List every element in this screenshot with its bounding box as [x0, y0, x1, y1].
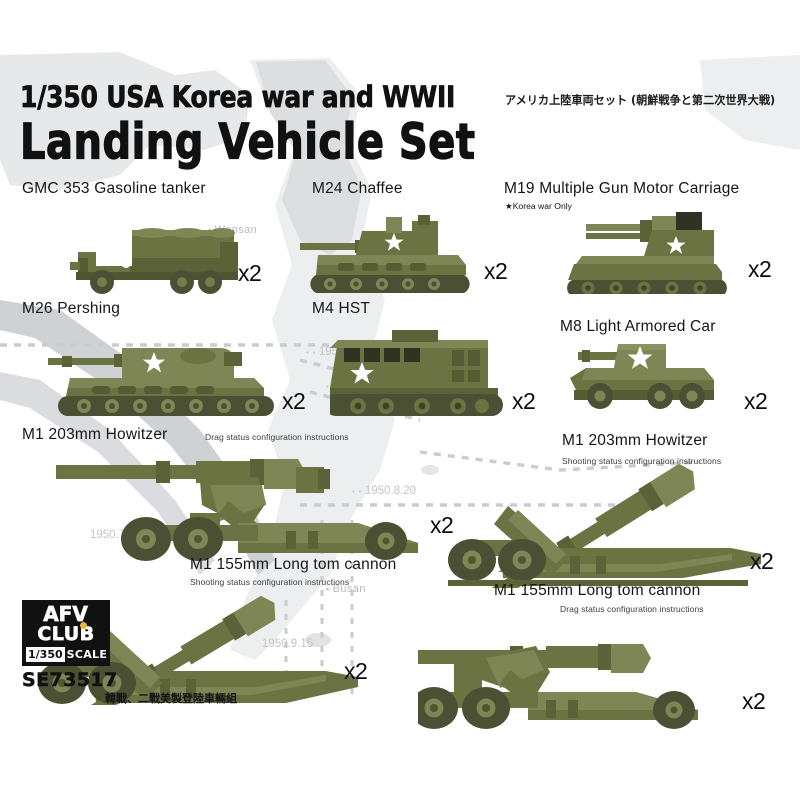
logo-block: AFV CLUB 1/350 SCALE: [22, 600, 110, 666]
page-title-line2: Landing Vehicle Set: [19, 114, 476, 171]
vehicle-art-m8-light-armored-car: [570, 344, 714, 409]
item-qty-m1-155mm-long-tom-cannon-drag: x2: [742, 688, 766, 714]
item-label-m26-pershing: M26 Pershing: [22, 300, 121, 317]
item-label-m1-203mm-howitzer-shooting: M1 203mm Howitzer: [562, 432, 708, 449]
page-subtitle-japanese: アメリカ上陸車両セット (朝鮮戦争と第二次世界大戦): [505, 93, 776, 107]
item-qty-m1-155mm-long-tom-cannon-shooting: x2: [344, 658, 368, 684]
item-label-m19-multiple-gun-motor-carriage: M19 Multiple Gun Motor Carriage: [504, 180, 740, 197]
item-label-gmc-353-gasoline-tanker: GMC 353 Gasoline tanker: [22, 180, 206, 197]
brand-name-club: CLUB: [37, 623, 95, 645]
vehicle-art-m1-203mm-howitzer-drag: [56, 459, 418, 561]
brand-name-afv: AFV: [43, 602, 88, 626]
logo-row-afv: AFV: [26, 602, 106, 629]
item-label-m4-hst: M4 HST: [312, 300, 371, 317]
item-sub-m1-155mm-long-tom-cannon-shooting: Shooting status configuration instructio…: [190, 577, 350, 587]
item-sub-m1-203mm-howitzer-shooting: Shooting status configuration instructio…: [562, 456, 722, 466]
item-sub-m1-155mm-long-tom-cannon-drag: Drag status configuration instructions: [560, 604, 704, 614]
page-title-line1: 1/350 USA Korea war and WWII: [20, 79, 456, 114]
scale-value: 1/350: [26, 647, 65, 662]
logo-dot-icon: [79, 621, 87, 629]
item-qty-m8-light-armored-car: x2: [744, 388, 768, 414]
item-qty-m1-203mm-howitzer-drag: x2: [430, 512, 454, 538]
vehicle-art-m19-multiple-gun-motor-carriage: [567, 212, 727, 294]
vehicle-art-m1-155mm-long-tom-cannon-drag: [418, 644, 698, 729]
item-note-korea-war-only: ★Korea war Only: [505, 201, 572, 211]
item-label-m1-203mm-howitzer-drag: M1 203mm Howitzer: [22, 426, 168, 443]
vehicle-art-m1-203mm-howitzer-shooting: [448, 463, 761, 588]
item-label-m24-chaffee: M24 Chaffee: [312, 180, 403, 197]
map-date-1950-9-15: 1950.9.15: [262, 638, 314, 650]
item-qty-gmc-353-gasoline-tanker: x2: [238, 260, 262, 286]
scale-row: 1/350 SCALE: [26, 647, 107, 662]
logo-row-club: CLUB: [26, 623, 106, 645]
vehicle-art-m4-hst: [330, 330, 503, 416]
product-sku: SE73517: [22, 669, 118, 692]
vehicle-art-m26-pershing: [48, 348, 274, 416]
item-qty-m19-multiple-gun-motor-carriage: x2: [748, 256, 772, 282]
item-qty-m26-pershing: x2: [282, 388, 306, 414]
item-label-m8-light-armored-car: M8 Light Armored Car: [560, 318, 716, 335]
item-qty-m24-chaffee: x2: [484, 258, 508, 284]
item-label-m1-155mm-long-tom-cannon-drag: M1 155mm Long tom cannon: [494, 582, 701, 599]
vehicle-art-m24-chaffee: [300, 215, 470, 293]
item-qty-m1-203mm-howitzer-shooting: x2: [750, 548, 774, 574]
item-qty-m4-hst: x2: [512, 388, 536, 414]
map-date-1950-8-20: 1950.8.20: [352, 485, 416, 497]
map-label-busan: Busan: [326, 583, 366, 595]
brand-logo: AFV CLUB 1/350 SCALE SE73517: [22, 600, 118, 692]
scale-word: SCALE: [66, 648, 108, 661]
vehicle-art-m1-155mm-long-tom-cannon-shooting: [35, 595, 358, 705]
vehicle-art-gmc-353-gasoline-tanker: [70, 228, 238, 294]
item-label-m1-155mm-long-tom-cannon-shooting: M1 155mm Long tom cannon: [190, 556, 397, 573]
item-sub-m1-203mm-howitzer-drag: Drag status configuration instructions: [205, 432, 349, 442]
footer-text-chinese: 韓戰、二戰美製登陸車輛組: [105, 692, 237, 705]
